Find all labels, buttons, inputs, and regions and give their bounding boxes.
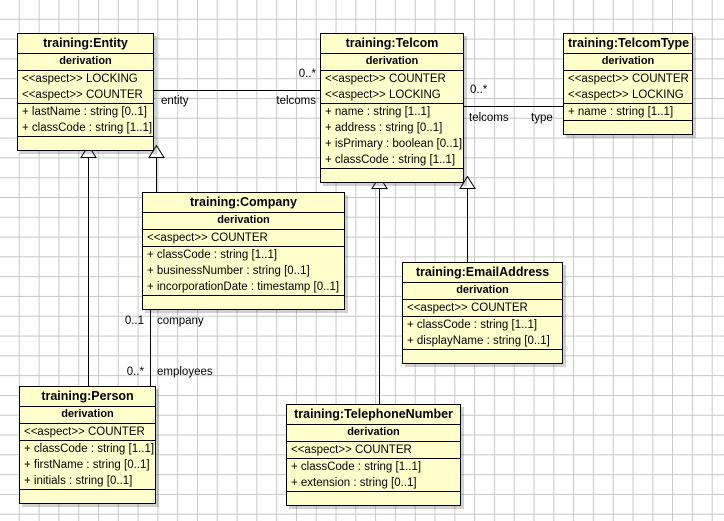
attribute-row: + businessNumber : string [0..1] — [147, 265, 310, 277]
association-label-employees-role: employees — [157, 366, 213, 378]
class-box-training-telcom[interactable]: training:Telcom derivation <<aspect>> CO… — [320, 33, 464, 183]
class-name: training:TelcomType — [564, 34, 692, 53]
generalization-person-entity-line[interactable] — [88, 157, 89, 386]
class-name: training:Company — [143, 193, 344, 212]
generalization-person-entity-arrow — [80, 145, 97, 158]
attribute-row: + lastName : string [0..1] — [22, 106, 147, 118]
class-aspects-compartment: <<aspect>> COUNTER — [20, 423, 155, 440]
generalization-company-entity-arrow — [148, 145, 165, 158]
class-box-training-person[interactable]: training:Person derivation <<aspect>> CO… — [19, 386, 156, 504]
attribute-row: + classCode : string [1..1] — [291, 461, 422, 473]
class-aspects-compartment: <<aspect>> COUNTER <<aspect>> LOCKING — [321, 70, 463, 103]
attribute-row: + extension : string [0..1] — [291, 477, 417, 489]
class-attributes-compartment: + classCode : string [1..1] + firstName … — [20, 440, 155, 489]
attribute-row: + name : string [1..1] — [568, 106, 674, 118]
class-operations-compartment — [321, 168, 463, 182]
association-label-company-role: company — [157, 315, 204, 327]
attribute-row: + classCode : string [1..1] — [407, 319, 538, 331]
class-operations-compartment — [403, 349, 562, 363]
class-aspects-compartment: <<aspect>> COUNTER — [143, 229, 344, 246]
class-box-training-emailaddress[interactable]: training:EmailAddress derivation <<aspec… — [402, 262, 563, 364]
aspect-row: <<aspect>> COUNTER — [291, 444, 412, 456]
association-label-type-role: type — [531, 112, 553, 124]
class-name: training:Person — [20, 387, 155, 406]
aspect-row: <<aspect>> COUNTER — [24, 426, 145, 438]
class-aspects-compartment: <<aspect>> COUNTER — [403, 299, 562, 316]
association-multiplicity-company-01: 0..1 — [124, 315, 144, 327]
class-operations-compartment — [20, 489, 155, 503]
attribute-row: + classCode : string [1..1] — [147, 249, 278, 261]
attribute-row: + displayName : string [0..1] — [407, 335, 550, 347]
class-box-training-company[interactable]: training:Company derivation <<aspect>> C… — [142, 192, 345, 310]
class-derivation-label: derivation — [321, 53, 463, 70]
class-derivation-label: derivation — [403, 282, 562, 299]
class-operations-compartment — [143, 295, 344, 309]
class-operations-compartment — [287, 491, 460, 505]
aspect-row: <<aspect>> COUNTER — [147, 232, 268, 244]
class-operations-compartment — [18, 136, 153, 150]
association-multiplicity-telcom-0star: 0..* — [298, 68, 316, 80]
class-derivation-label: derivation — [18, 53, 153, 70]
association-telcom-telcomtype[interactable] — [464, 106, 563, 107]
attribute-row: + initials : string [0..1] — [24, 475, 133, 487]
class-attributes-compartment: + classCode : string [1..1] + displayNam… — [403, 316, 562, 349]
class-aspects-compartment: <<aspect>> COUNTER — [287, 441, 460, 458]
aspect-row: <<aspect>> LOCKING — [325, 89, 441, 101]
attribute-row: + incorporationDate : timestamp [0..1] — [147, 281, 340, 293]
class-name: training:Telcom — [321, 34, 463, 53]
class-box-training-entity[interactable]: training:Entity derivation <<aspect>> LO… — [17, 33, 154, 151]
class-box-training-telcomtype[interactable]: training:TelcomType derivation <<aspect>… — [563, 33, 693, 135]
association-label-telcoms-role-2: telcoms — [469, 112, 509, 124]
attribute-row: + address : string [0..1] — [325, 122, 443, 134]
attribute-row: + name : string [1..1] — [325, 106, 431, 118]
aspect-row: <<aspect>> LOCKING — [22, 73, 138, 85]
aspect-row: <<aspect>> COUNTER — [22, 89, 143, 101]
class-aspects-compartment: <<aspect>> LOCKING <<aspect>> COUNTER — [18, 70, 153, 103]
association-multiplicity-employees-0star: 0..* — [126, 366, 144, 378]
class-derivation-label: derivation — [287, 424, 460, 441]
attribute-row: + isPrimary : boolean [0..1] — [325, 138, 463, 150]
class-attributes-compartment: + name : string [1..1] + address : strin… — [321, 103, 463, 168]
aspect-row: <<aspect>> LOCKING — [568, 89, 684, 101]
class-derivation-label: derivation — [143, 212, 344, 229]
class-attributes-compartment: + name : string [1..1] — [564, 103, 692, 120]
class-name: training:EmailAddress — [403, 263, 562, 282]
attribute-row: + classCode : string [1..1] — [24, 443, 155, 455]
class-name: training:TelephoneNumber — [287, 405, 460, 424]
aspect-row: <<aspect>> COUNTER — [407, 302, 528, 314]
class-derivation-label: derivation — [20, 406, 155, 423]
aspect-row: <<aspect>> COUNTER — [568, 73, 689, 85]
generalization-emailaddress-telcom-line[interactable] — [467, 188, 468, 264]
class-attributes-compartment: + classCode : string [1..1] + businessNu… — [143, 246, 344, 295]
aspect-row: <<aspect>> COUNTER — [325, 73, 446, 85]
association-label-telcoms-role: telcoms — [276, 95, 316, 107]
attribute-row: + classCode : string [1..1] — [325, 154, 456, 166]
association-multiplicity-telcomtype-0star: 0..* — [470, 84, 488, 96]
class-derivation-label: derivation — [564, 53, 692, 70]
class-name: training:Entity — [18, 34, 153, 53]
class-attributes-compartment: + lastName : string [0..1] + classCode :… — [18, 103, 153, 136]
class-attributes-compartment: + classCode : string [1..1] + extension … — [287, 458, 460, 491]
attribute-row: + classCode : string [1..1] — [22, 122, 153, 134]
class-aspects-compartment: <<aspect>> COUNTER <<aspect>> LOCKING — [564, 70, 692, 103]
generalization-company-entity-line[interactable] — [156, 157, 157, 193]
association-company-person[interactable] — [150, 302, 151, 386]
class-operations-compartment — [564, 120, 692, 134]
class-box-training-telephonenumber[interactable]: training:TelephoneNumber derivation <<as… — [286, 404, 461, 506]
generalization-telephonenumber-telcom-line[interactable] — [379, 188, 380, 404]
association-label-entity-role: entity — [161, 95, 189, 107]
attribute-row: + firstName : string [0..1] — [24, 459, 150, 471]
association-entity-telcom[interactable] — [154, 90, 320, 91]
